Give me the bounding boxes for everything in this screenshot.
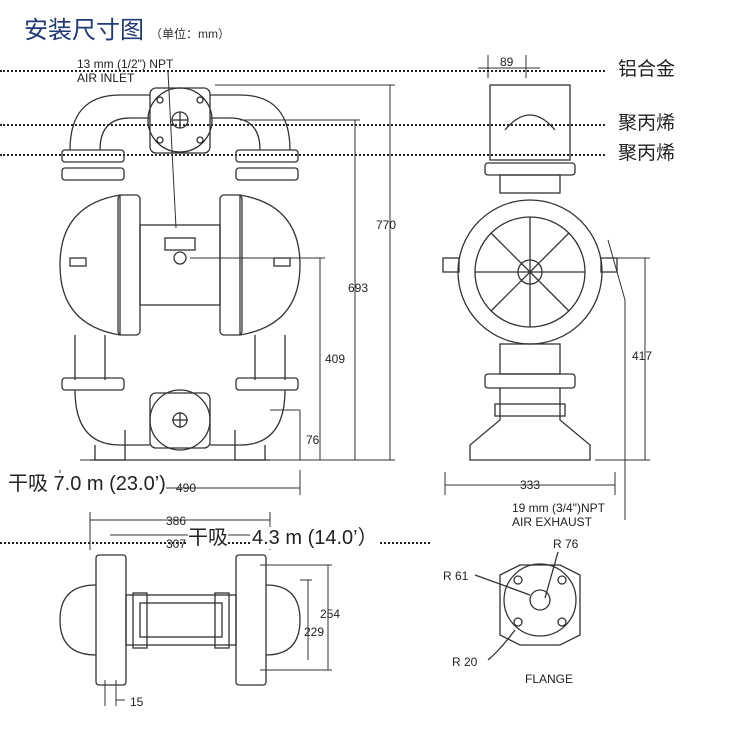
leader-line-3 (0, 154, 605, 158)
flange-label: FLANGE (525, 672, 573, 686)
dim-333: 333 (520, 478, 540, 492)
dim-307: 307 (166, 537, 186, 551)
dim-386: 386 (166, 514, 186, 528)
material-label-3: 聚丙烯 (618, 143, 676, 164)
dim-409: 409 (325, 352, 345, 366)
dim-693: 693 (348, 281, 368, 295)
bottom-dimensions (89, 512, 332, 706)
wet-suction-label: 干吸 (188, 527, 228, 549)
material-label-1: 铝合金 (618, 59, 676, 80)
air-exhaust-callout-1: 19 mm (3/4")NPT (512, 501, 606, 515)
air-exhaust-callout-2: AIR EXHAUST (512, 515, 593, 529)
radius-20: R 20 (452, 655, 478, 669)
dim-417: 417 (632, 349, 652, 363)
material-label-2: 聚丙烯 (618, 113, 676, 134)
radius-61: R 61 (443, 569, 469, 583)
unit-label: （单位：mm） (150, 27, 230, 41)
dim-89: 89 (500, 55, 514, 69)
front-view (59, 87, 301, 461)
dim-770: 770 (376, 218, 396, 232)
leader-line-1 (0, 70, 605, 74)
dim-229: 229 (304, 625, 324, 639)
page-title: 安装尺寸图 （单位：mm） (24, 10, 230, 45)
side-view (442, 84, 618, 461)
dry-suction-label: 干吸 7.0 m (23.0’) (8, 473, 166, 495)
bottom-view (59, 554, 301, 686)
front-dimensions (59, 71, 395, 495)
title-text: 安装尺寸图 (24, 18, 144, 44)
air-inlet-callout-1: 13 mm (1/2") NPT (77, 57, 174, 71)
dim-15: 15 (130, 695, 144, 709)
flange-view (474, 551, 581, 661)
dim-76: 76 (306, 433, 320, 447)
air-inlet-callout-2: AIR INLET (77, 71, 135, 85)
leader-line-2 (0, 124, 605, 128)
wet-suction-value: 4.3 m (14.0’） (252, 527, 378, 549)
side-dimensions (444, 55, 650, 520)
radius-76: R 76 (553, 537, 579, 551)
dim-254: 254 (320, 607, 340, 621)
dim-490: 490 (176, 481, 196, 495)
